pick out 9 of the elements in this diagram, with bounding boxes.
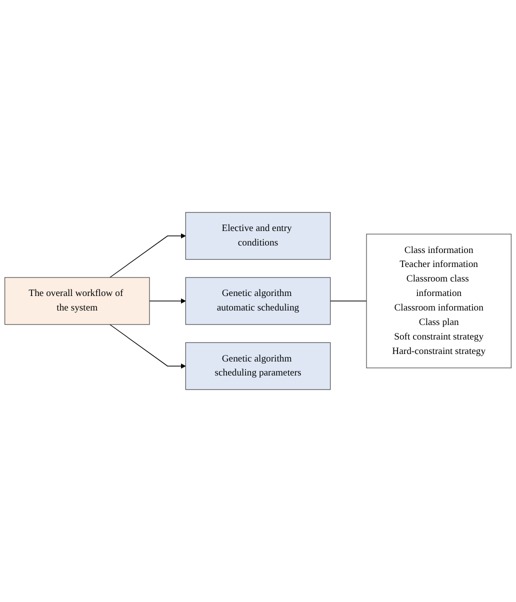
node-box: Genetic algorithm automatic scheduling — [185, 277, 331, 325]
arrow — [109, 233, 186, 278]
node-box: Class information Teacher information Classroom class information Classroom information Class plan Soft constraint strategy Hard-constraint strategy — [366, 234, 512, 368]
arrow — [149, 298, 186, 304]
node-box: Genetic algorithm scheduling parameters — [185, 342, 331, 390]
arrow — [109, 324, 186, 369]
connector — [330, 300, 367, 302]
node-box: The overall workflow of the system — [4, 277, 150, 325]
node-box: Elective and entry conditions — [185, 212, 331, 260]
